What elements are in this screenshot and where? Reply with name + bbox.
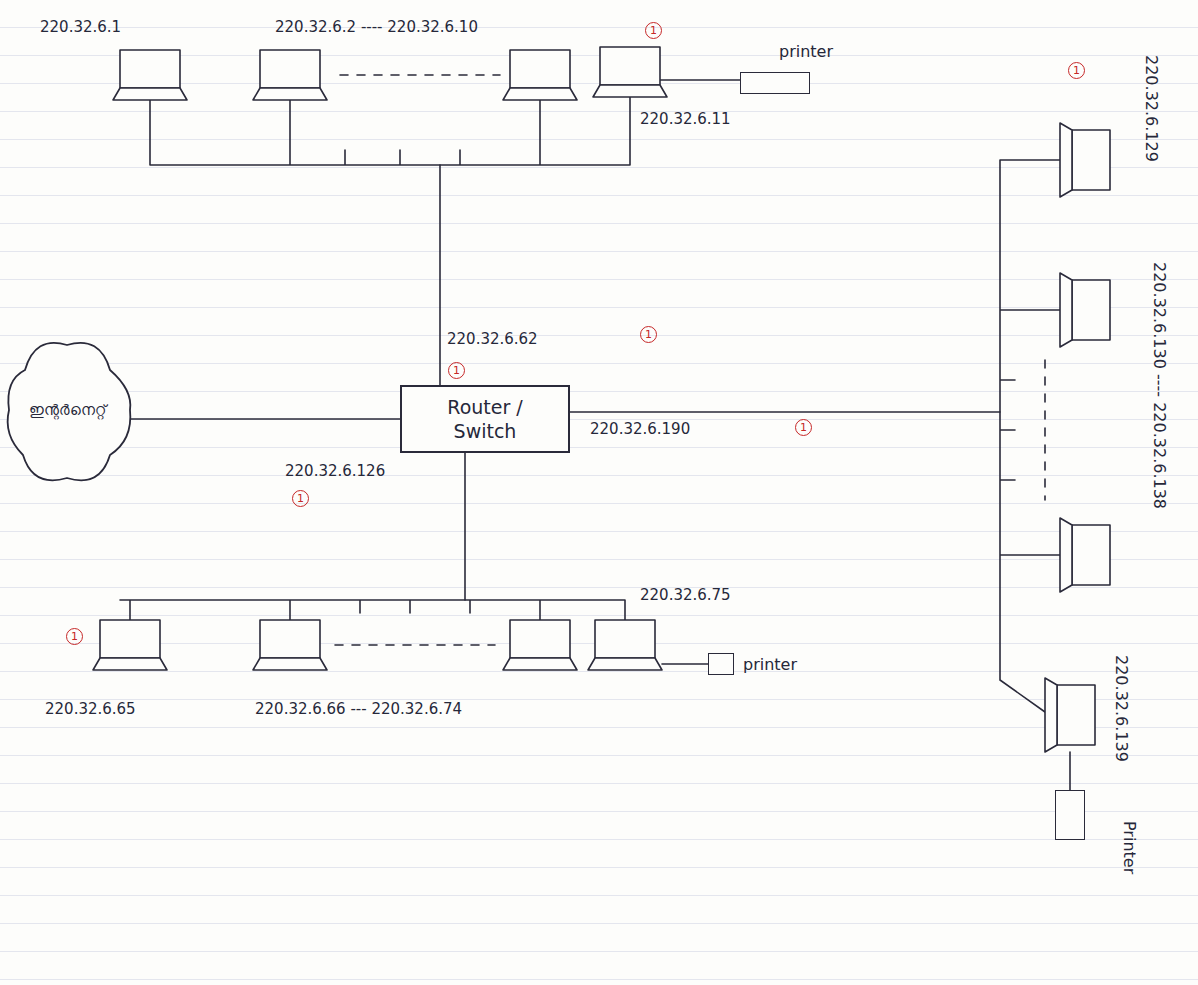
ip-address-label: 220.32.6.11	[640, 110, 731, 128]
printer-cable	[660, 79, 740, 81]
grading-mark: 1	[645, 22, 662, 39]
ip-address-label: 220.32.6.126	[285, 462, 385, 480]
ip-address-label: 220.32.6.190	[590, 420, 690, 438]
grading-mark: 1	[1068, 62, 1085, 79]
ip-address-label: 220.32.6.2 ---- 220.32.6.10	[275, 18, 478, 36]
printer-label: printer	[743, 656, 797, 674]
router-label: Router / Switch	[437, 395, 533, 443]
laptop-icon	[588, 620, 662, 670]
ip-address-label: 220.32.6.129	[1142, 55, 1160, 162]
printer-cable	[662, 663, 708, 665]
bus-wire	[120, 600, 625, 620]
ip-address-label: 220.32.6.65	[45, 700, 136, 718]
grading-mark: 1	[66, 628, 83, 645]
laptop-icon	[1045, 678, 1095, 752]
printer-box: Printer	[1055, 790, 1085, 840]
bus-wire	[150, 97, 630, 165]
ip-address-label: 220.32.6.62	[447, 330, 538, 348]
router-uplink	[439, 165, 441, 385]
laptop-icon	[503, 50, 577, 100]
router-uplink	[570, 411, 1000, 413]
grading-mark: 1	[795, 419, 812, 436]
printer-label: printer	[779, 43, 833, 61]
ip-address-label: 220.32.6.1	[40, 18, 121, 36]
ip-address-label: 220.32.6.139	[1112, 655, 1130, 762]
cloud-label: ഇന്റർനെറ്റ്	[29, 401, 106, 419]
printer-label: Printer	[1120, 821, 1138, 874]
printer-cable	[1069, 752, 1071, 790]
ellipsis-dashes	[1044, 360, 1046, 500]
laptop-icon	[593, 47, 667, 97]
printer-box: printer	[708, 653, 734, 675]
bus-wire	[1000, 160, 1060, 712]
ip-address-label: 220.32.6.66 --- 220.32.6.74	[255, 700, 462, 718]
laptop-icon	[1060, 273, 1110, 347]
ip-address-label: 220.32.6.130 ---- 220.32.6.138	[1150, 262, 1168, 509]
laptop-icon	[1060, 123, 1110, 197]
printer-box: printer	[740, 72, 810, 94]
internet-cloud: ഇന്റർനെറ്റ്	[5, 330, 130, 490]
ellipsis-dashes	[340, 74, 500, 76]
ip-address-label: 220.32.6.75	[640, 586, 731, 604]
laptop-icon	[93, 620, 167, 670]
router-uplink	[464, 450, 466, 600]
network-link	[130, 418, 400, 420]
laptop-icon	[113, 50, 187, 100]
grading-mark: 1	[292, 490, 309, 507]
laptop-icon	[253, 620, 327, 670]
laptop-icon	[253, 50, 327, 100]
grading-mark: 1	[640, 326, 657, 343]
grading-mark: 1	[448, 362, 465, 379]
router-box: Router / Switch	[400, 385, 570, 453]
ellipsis-dashes	[335, 644, 495, 646]
laptop-icon	[1060, 518, 1110, 592]
laptop-icon	[503, 620, 577, 670]
